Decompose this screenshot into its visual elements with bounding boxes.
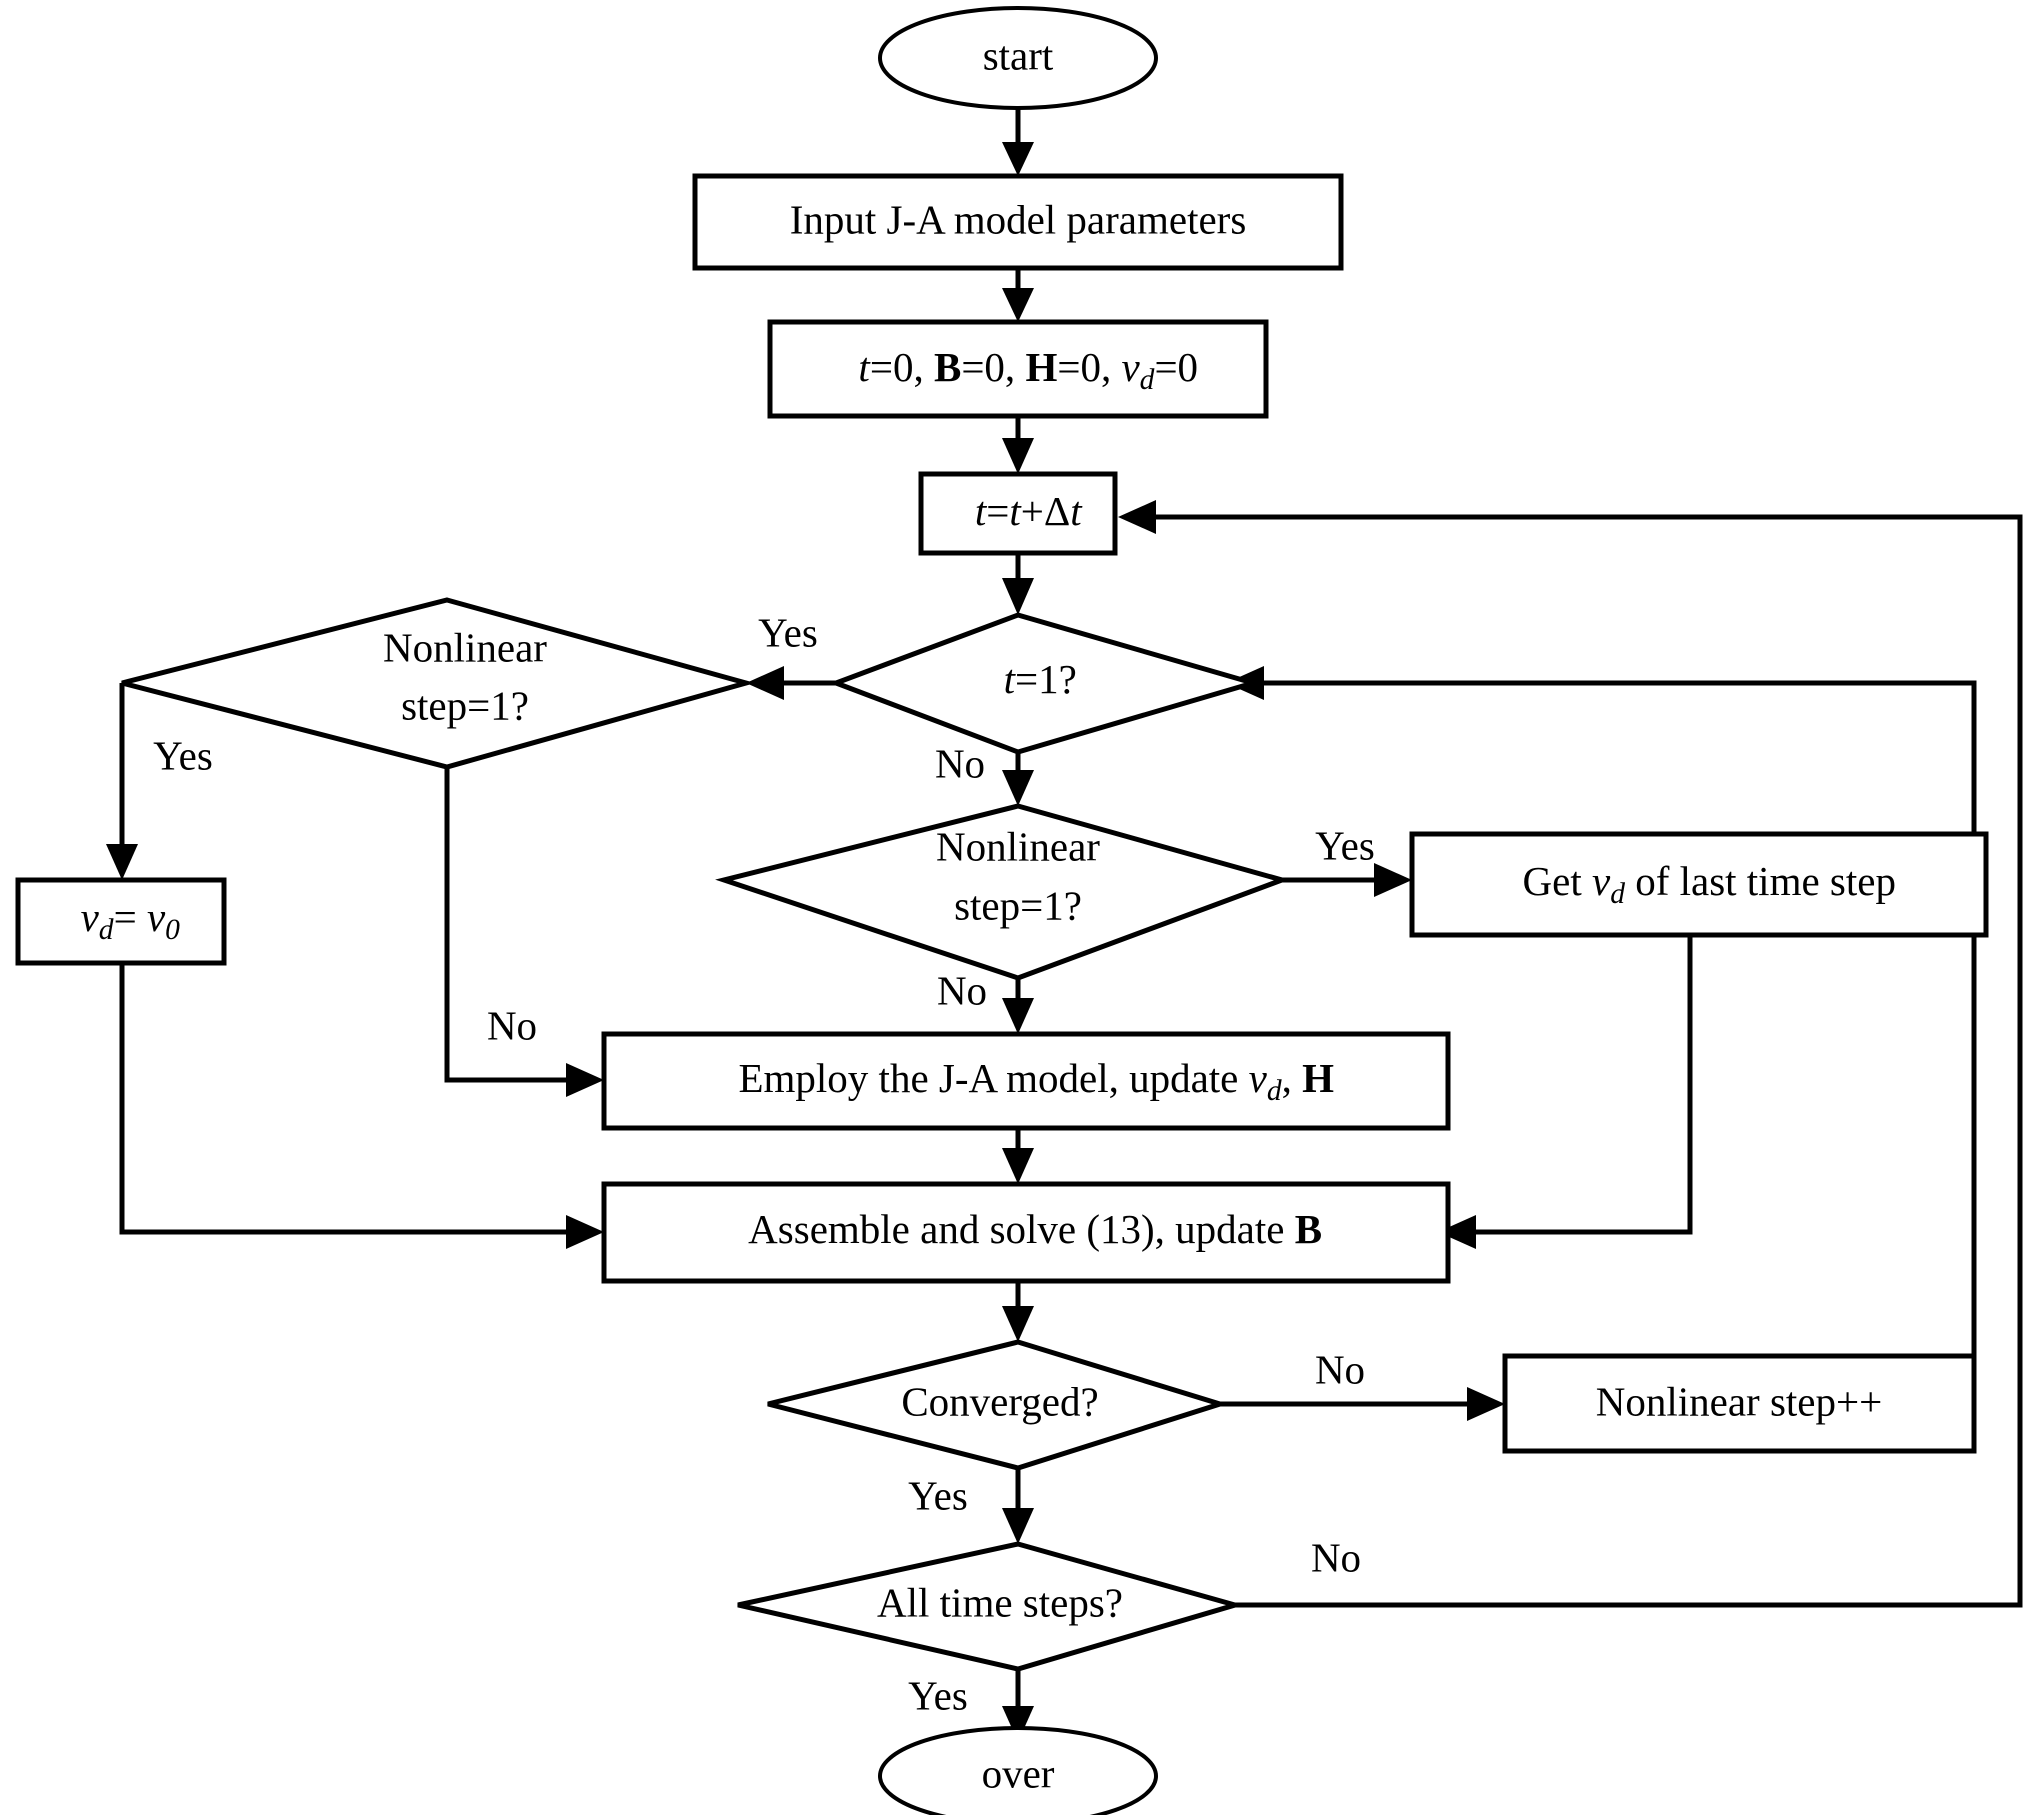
ts-t1: t [975,488,988,534]
edge-mid-nonlinear-yes-to-getvd [1282,863,1412,897]
ts-t2: t [1009,488,1022,534]
node-start-label: start [983,32,1054,78]
ts-delta: +Δ [1021,488,1071,534]
node-nonlinear-step-left[interactable]: Nonlinear step=1? [121,597,756,770]
edge-label-mid-nonlinear-yes: Yes [1315,822,1375,868]
node-vd-init[interactable]: vd= v0 [9,877,231,966]
edge-left-nonlinear-no-to-employ [444,767,604,1097]
node-nonlinear-step-left-line2: step=1? [401,682,529,728]
edge-assemble-to-converged [1002,1281,1034,1342]
edge-label-all-steps-yes: Yes [908,1672,968,1718]
edge-input-to-init [1002,268,1034,322]
edge-label-mid-nonlinear-no: No [937,967,987,1013]
t1-eq: =1? [1015,656,1077,702]
init-eq0c: =0, [1057,344,1121,390]
edge-label-left-nonlinear-yes: Yes [153,732,213,778]
ts-eq: = [986,488,1009,534]
assemble-B: B [1295,1206,1322,1252]
employ-H: H [1302,1055,1334,1101]
edge-mid-nonlinear-no-to-employ [1002,978,1034,1034]
vd-eq: = [114,894,147,940]
edge-label-converged-yes: Yes [908,1472,968,1518]
edge-label-t1-no: No [935,740,985,786]
node-input-params[interactable]: Input J-A model parameters [692,173,1344,271]
node-start[interactable]: start [878,6,1158,110]
edge-t1-no-to-mid-nonlinear [1002,752,1034,806]
init-sub-d: d [1140,364,1155,396]
edge-t1-yes-to-left-nonlinear [746,666,836,700]
employ-sub-d: d [1267,1075,1282,1107]
node-get-vd-label: Get vd of last time step [1451,858,1947,909]
node-nonlinear-step-mid-line2: step=1? [954,882,1082,928]
assemble-main: Assemble and solve (13), update [748,1206,1295,1252]
node-assemble-solve[interactable]: Assemble and solve (13), update B [601,1181,1451,1284]
ts-t3: t [1070,488,1083,534]
getvd-sub-d: d [1610,878,1625,910]
init-eq0b: =0, [961,344,1025,390]
edge-converged-no-to-increment [1220,1387,1505,1421]
edge-employ-to-assemble [1002,1128,1034,1184]
node-nonlinear-step-left-line1: Nonlinear [383,624,547,670]
edge-vd-to-assemble [119,963,604,1249]
edge-alltimesteps-no-to-timestep [1118,500,2023,1608]
node-nonlinear-step-mid[interactable]: Nonlinear step=1? [715,803,1291,981]
employ-v: v [1249,1055,1268,1101]
node-all-time-steps-label: All time steps? [877,1579,1123,1625]
node-time-step[interactable]: t=t+Δt [903,471,1133,556]
edge-getvd-to-assemble [1438,935,1693,1249]
vd-v2: v [147,894,166,940]
node-converged[interactable]: Converged? [767,1339,1229,1471]
node-employ-ja[interactable]: Employ the J-A model, update vd, H [601,1031,1451,1131]
node-get-vd[interactable]: Get vd of last time step [1409,831,1989,938]
node-assemble-solve-label: Assemble and solve (13), update B [679,1206,1374,1252]
edge-label-left-nonlinear-no: No [487,1002,537,1048]
node-init-label: t=0, B=0, H=0, vd=0 [787,344,1250,395]
vd-sub-d: d [99,914,114,946]
node-nonlinear-increment-label: Nonlinear step++ [1596,1378,1882,1424]
node-employ-ja-label: Employ the J-A model, update vd, H [667,1055,1386,1106]
init-H: H [1025,344,1057,390]
init-B: B [934,344,961,390]
init-eq0d: =0 [1154,344,1198,390]
node-time-step-label: t=t+Δt [903,488,1133,534]
node-init[interactable]: t=0, B=0, H=0, vd=0 [767,319,1269,419]
init-v: v [1121,344,1140,390]
node-vd-init-label: vd= v0 [9,894,231,950]
edge-label-converged-no: No [1315,1346,1365,1392]
edge-timestep-to-t1 [1002,553,1034,615]
node-t-equals-one[interactable]: t=1? [828,612,1262,755]
t1-t: t [1004,656,1017,702]
edge-left-nonlinear-yes-to-vd [106,683,138,880]
getvd-get: Get [1523,858,1592,904]
edge-alltimesteps-yes-to-over [1002,1669,1034,1742]
node-over[interactable]: over [878,1726,1158,1815]
getvd-v: v [1592,858,1611,904]
node-input-params-label: Input J-A model parameters [790,196,1247,242]
node-t-equals-one-label: t=1? [932,656,1128,702]
init-t: t [858,344,871,390]
node-over-label: over [982,1750,1055,1796]
employ-main: Employ the J-A model, update [738,1055,1248,1101]
edge-converged-yes-to-alltimesteps [1002,1468,1034,1544]
node-all-time-steps[interactable]: All time steps? [737,1541,1245,1672]
node-nonlinear-increment[interactable]: Nonlinear step++ [1502,1353,1977,1454]
vd-v1: v [81,894,100,940]
edge-label-t1-yes: Yes [758,609,818,655]
getvd-rest: of last time step [1625,858,1896,904]
node-converged-label: Converged? [901,1378,1098,1424]
edge-init-to-timestep [1002,416,1034,474]
edge-label-all-steps-no: No [1311,1534,1361,1580]
node-nonlinear-step-mid-line1: Nonlinear [936,823,1100,869]
init-eq0a: =0, [870,344,934,390]
vd-sub-0: 0 [165,914,180,946]
employ-comma: , [1282,1055,1303,1101]
